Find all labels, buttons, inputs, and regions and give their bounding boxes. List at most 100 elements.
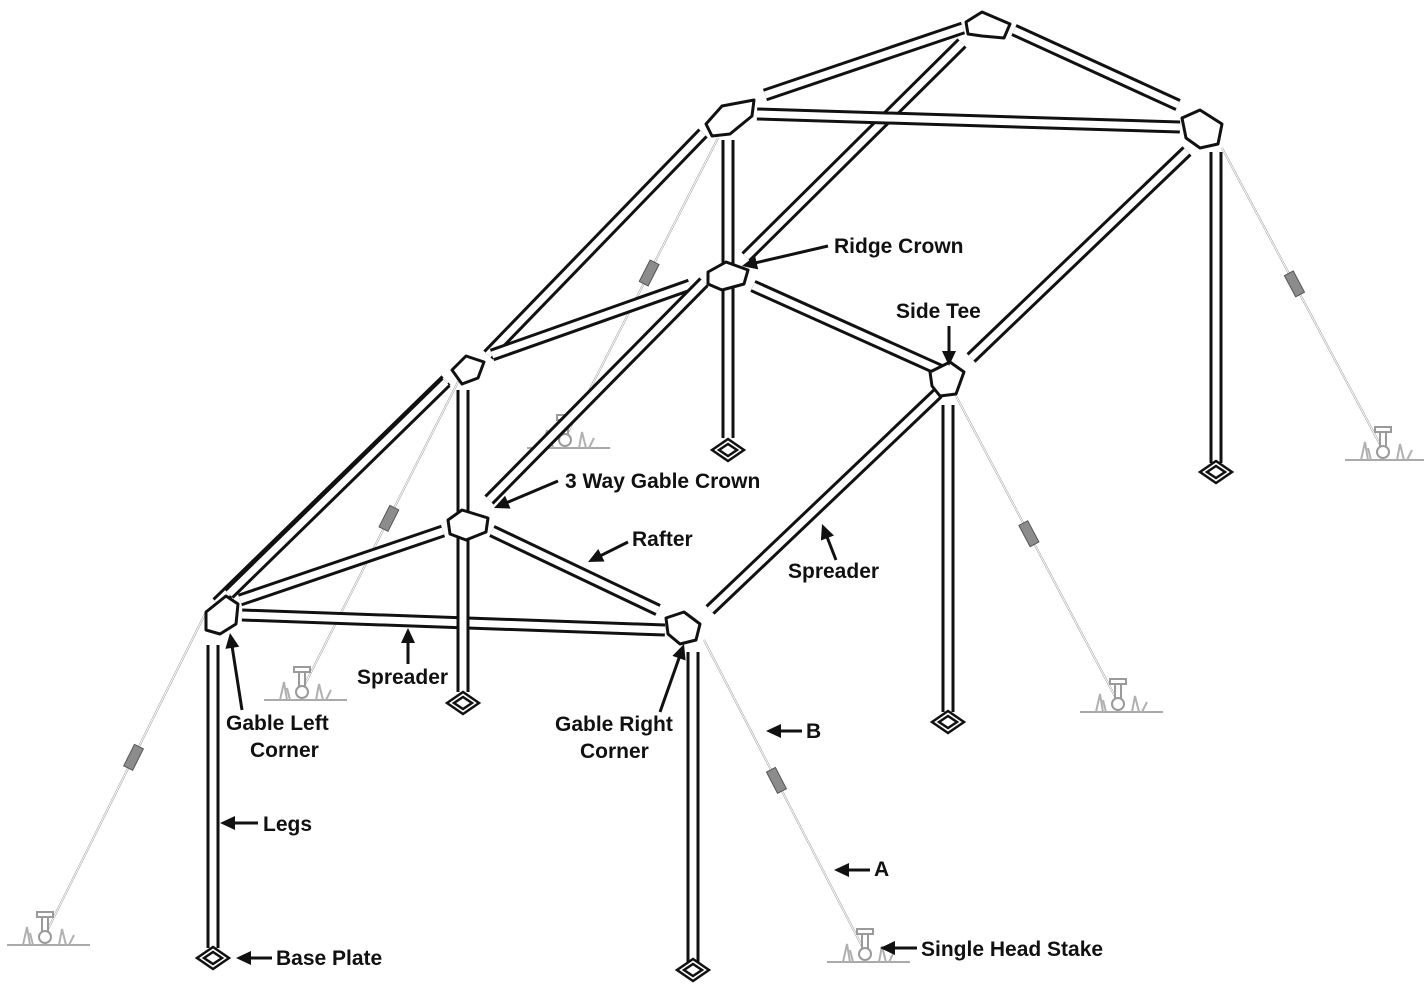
right-eave-spreader-rear-fill [968,148,1190,361]
middle-right-rafter [750,280,943,376]
arrow-spreader-gable-head [401,628,415,643]
guy-side-tee-rope-inner [955,395,1119,703]
left-eave-rafter-mid-fill [485,130,706,358]
guy-front-left-rope-inner [44,611,207,936]
label-a: A [874,858,889,881]
arrow-a [834,863,870,877]
stake-eye [858,947,872,961]
callout-arrows [220,244,956,965]
grass-icon [1360,441,1413,461]
middle-left-rafter-fill [490,281,692,359]
arrow-ridge-crown [742,244,829,270]
base-plate-inner-front-middle [451,695,475,711]
guy-front-right-rope-inner [703,639,866,953]
stake-front-left [7,911,90,946]
guy-middle-left-ratchet [638,259,660,287]
ridge-crown-fitting [706,260,750,292]
base-plate-inner-back-right [1204,464,1228,480]
stake-eye [295,685,309,699]
label-base-plate: Base Plate [276,947,382,970]
arrow-gable-right-corner [658,644,686,713]
guy-front-right [703,639,866,953]
arrow-side-tee-head [942,351,956,366]
guy-side-tee-ratchet [1018,520,1040,548]
guy-front-left [44,611,207,936]
label-single-head-stake: Single Head Stake [921,938,1103,961]
back-gable-spreader-fill [756,110,1181,131]
arrow-spreader-gable [401,628,415,664]
label-rafter: Rafter [632,528,693,551]
guy-back-right [1221,147,1384,451]
arrow-3-way-gable-crown [494,479,559,509]
label-spreader-side: Spreader [788,560,879,583]
right-eave-spreader-rear [966,146,1192,363]
guy-lines [44,137,1384,953]
guy-front-middle-rope-inner [301,377,461,691]
fittings [204,10,1224,646]
back-left-rafter [762,21,966,102]
arrow-b-head [766,724,781,738]
label-gable-left-corner-line2: Corner [250,739,319,762]
arrow-ridge-crown-head [742,255,759,270]
ridge-front [484,277,709,505]
back-left-rafter-fill [763,24,965,99]
stake-head [293,666,311,673]
gable-right-corner-fitting [664,610,702,646]
arrow-gable-left-corner-head [225,633,240,649]
stake-side-tee [1080,678,1163,713]
base-plate-inner-front-right [681,962,705,978]
back-left-corner-fitting [704,98,756,138]
stake-eye [1376,445,1390,459]
middle-gable-side-fitting [450,354,486,386]
arrow-b [766,724,802,738]
stake-head [1374,426,1392,433]
arrow-gable-right-corner-head [672,644,686,661]
label-gable-left-corner-line1: Gable Left [226,712,329,735]
arrow-single-head-stake-head [880,941,895,955]
base-plate-inner-front-left [201,950,225,966]
stake-head [856,928,874,935]
arrow-legs [220,816,258,830]
labels: Ridge Crown Side Tee 3 Way Gable Crown R… [226,235,1103,970]
front-gable-spreader [241,608,666,637]
left-eave-rafter-front [224,377,451,599]
arrow-spreader-side [820,524,838,561]
arrow-3-way-gable-crown-shaft [503,479,559,506]
front-right-inner-rafter-fill [490,527,660,614]
grass-icon [842,943,895,963]
arrow-a-head [834,863,849,877]
frame-pipes [206,21,1223,962]
guy-front-middle-ratchet [378,504,400,533]
guy-front-left-ratchet [123,743,145,771]
arrow-gable-right-corner-shaft [658,653,682,713]
middle-right-rafter-fill [751,282,942,374]
ridge-rear-fill [743,40,965,260]
stake-head [36,911,54,918]
front-gable-spreader-fill [241,611,666,634]
grass-icon [279,681,332,701]
ridge-rear [741,38,967,262]
stake-eye [558,433,572,447]
label-spreader-gable: Spreader [357,666,448,689]
arrow-base-plate-head [236,951,251,965]
label-3-way-gable-crown: 3 Way Gable Crown [565,470,760,493]
guy-back-right-ratchet [1283,270,1306,298]
back-ridge-crown-fitting [964,10,1012,40]
arrow-rafter [588,540,629,562]
guy-side-tee [955,395,1119,703]
right-eave-spreader-front-fill [707,390,941,613]
right-eave-spreader-front [705,388,943,615]
stakes [7,414,1424,963]
left-eave-rafter-mid [483,128,708,360]
stake-head [1109,678,1127,685]
arrow-ridge-crown-shaft [752,244,829,265]
front-left-inner-rafter [237,524,446,607]
label-legs: Legs [263,813,312,836]
front-left-inner-rafter-fill [238,527,445,604]
stake-front-middle [264,666,347,701]
middle-left-rafter [489,278,693,362]
stake-eye [38,930,52,944]
back-gable-spreader [756,107,1181,134]
label-gable-right-corner-line1: Gable Right [555,713,673,736]
arrow-single-head-stake [880,941,917,955]
